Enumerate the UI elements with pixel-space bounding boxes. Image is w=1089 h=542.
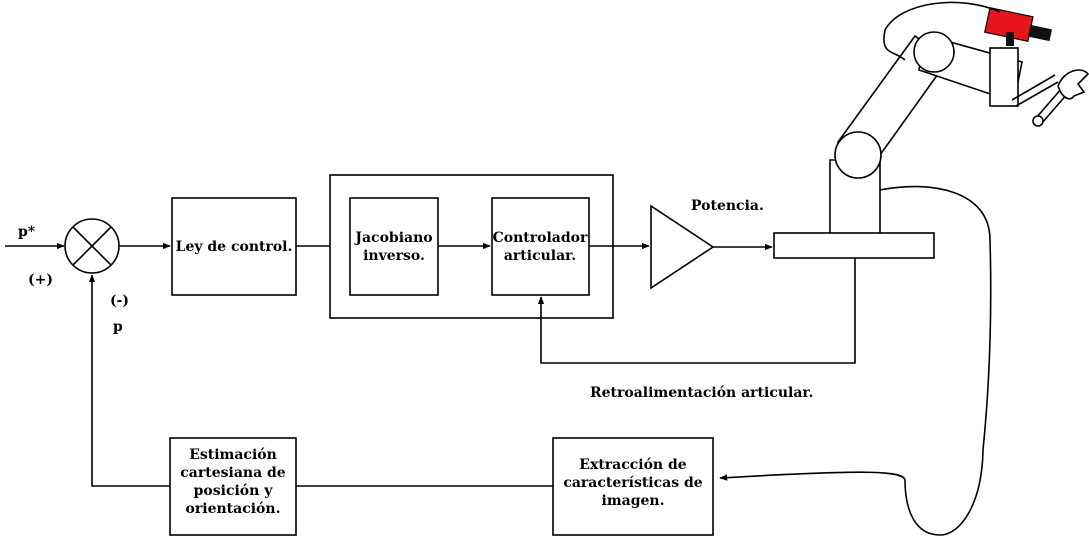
feature-extraction-line-2: características de <box>563 475 702 491</box>
plus-sign-label: (+) <box>28 272 53 288</box>
amplifier-icon <box>650 204 715 290</box>
pose-estimation-line-1: Estimación <box>189 447 277 463</box>
control-law-block: Ley de control. <box>171 197 297 296</box>
robot-joint-bar <box>773 232 935 259</box>
measured-pose-label: p <box>113 319 123 335</box>
robot-arm-icon <box>829 31 1059 237</box>
joint-controller-line-1: Controlador <box>493 230 588 246</box>
inverse-jacobian-block: Jacobiano inverso. <box>349 197 439 296</box>
joint-feedback-line <box>537 258 856 364</box>
wrench-icon <box>1032 69 1089 127</box>
reference-label: p* <box>18 224 36 240</box>
pose-estimation-line-3: posición y <box>194 483 274 499</box>
joint-controller-line-2: articular. <box>504 248 576 264</box>
joint-feedback-label: Retroalimentación articular. <box>590 385 813 401</box>
inverse-jacobian-line-2: inverso. <box>363 248 425 264</box>
feature-extraction-block: Extracción de características de imagen. <box>552 437 714 536</box>
minus-sign-label: (-) <box>110 293 129 309</box>
camera-cable <box>720 1 1001 536</box>
pose-estimation-line-4: orientación. <box>186 501 281 517</box>
feature-extraction-line-1: Extracción de <box>579 457 686 473</box>
inverse-jacobian-line-1: Jacobiano <box>353 230 432 246</box>
joint-controller-block: Controlador articular. <box>491 197 590 296</box>
camera-icon <box>984 6 1053 46</box>
power-label: Potencia. <box>691 198 764 214</box>
pose-feedback-line <box>88 274 170 487</box>
summing-junction-icon <box>64 218 120 274</box>
pose-estimation-line-2: cartesiana de <box>180 465 286 481</box>
control-law-label: Ley de control. <box>176 239 293 255</box>
pose-estimation-block: Estimación cartesiana de posición y orie… <box>169 437 297 536</box>
feature-extraction-line-3: imagen. <box>602 493 665 509</box>
